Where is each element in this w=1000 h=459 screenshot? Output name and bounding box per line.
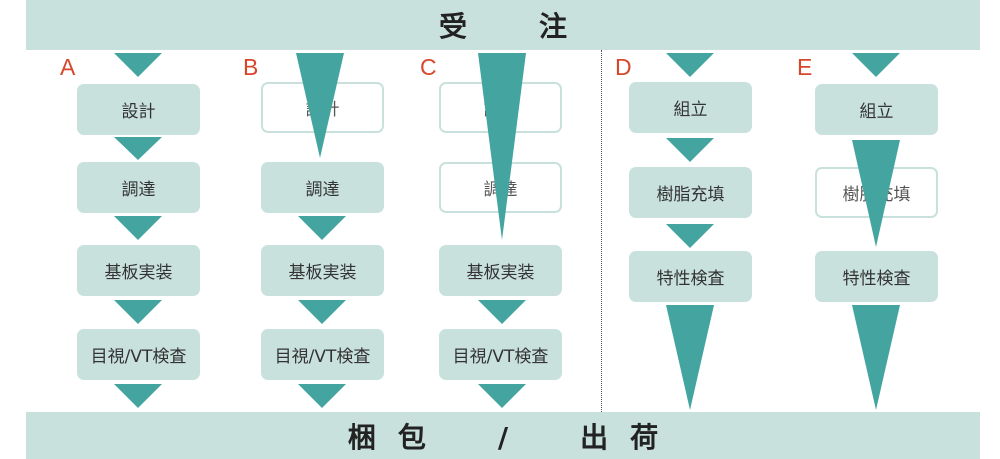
step-box-a-inspection: 目視/VT検査 (77, 329, 200, 380)
step-box-c-inspection: 目視/VT検査 (439, 329, 562, 380)
step-box-a-mounting: 基板実装 (77, 245, 200, 296)
order-received-band: 受 注 (26, 0, 980, 50)
order-received-title: 受 注 (438, 10, 589, 43)
step-box-e-characteristic-test: 特性検査 (815, 251, 938, 302)
section-divider (601, 50, 602, 412)
packing-shipping-title: 梱包 / 出荷 (347, 420, 681, 454)
arrow-down-icon (114, 216, 162, 240)
arrow-down-icon (114, 384, 162, 408)
column-c-label: C (420, 54, 437, 80)
arrow-down-icon (478, 300, 526, 324)
step-box-c-mounting: 基板実装 (439, 245, 562, 296)
arrow-down-icon (666, 53, 714, 77)
step-box-c-procurement-skipped: 調達 (439, 162, 562, 213)
column-d-label: D (615, 54, 632, 80)
arrow-down-icon (298, 384, 346, 408)
skip-arrow-icon (666, 305, 714, 410)
column-b-label: B (243, 54, 259, 80)
step-box-b-design-skipped: 設計 (261, 82, 384, 133)
packing-shipping-band: 梱包 / 出荷 (26, 412, 980, 459)
step-box-e-resin-filling-skipped: 樹脂充填 (815, 167, 938, 218)
arrow-down-icon (666, 138, 714, 162)
arrow-down-icon (298, 216, 346, 240)
step-box-d-characteristic-test: 特性検査 (629, 251, 752, 302)
step-box-a-design: 設計 (77, 84, 200, 135)
arrow-down-icon (298, 300, 346, 324)
skip-arrow-icon (852, 305, 900, 410)
step-box-d-resin-filling: 樹脂充填 (629, 167, 752, 218)
step-box-b-inspection: 目視/VT検査 (261, 329, 384, 380)
column-a-label: A (60, 54, 76, 80)
step-box-d-assembly: 組立 (629, 82, 752, 133)
step-box-b-mounting: 基板実装 (261, 245, 384, 296)
arrow-down-icon (666, 224, 714, 248)
arrow-down-icon (114, 53, 162, 77)
column-e-label: E (797, 54, 813, 80)
step-box-b-procurement: 調達 (261, 162, 384, 213)
arrow-down-icon (852, 53, 900, 77)
arrow-down-icon (114, 137, 162, 160)
step-box-e-assembly: 組立 (815, 84, 938, 135)
step-box-c-design-skipped: 設計 (439, 82, 562, 133)
arrow-down-icon (114, 300, 162, 324)
arrow-down-icon (478, 384, 526, 408)
step-box-a-procurement: 調達 (77, 162, 200, 213)
